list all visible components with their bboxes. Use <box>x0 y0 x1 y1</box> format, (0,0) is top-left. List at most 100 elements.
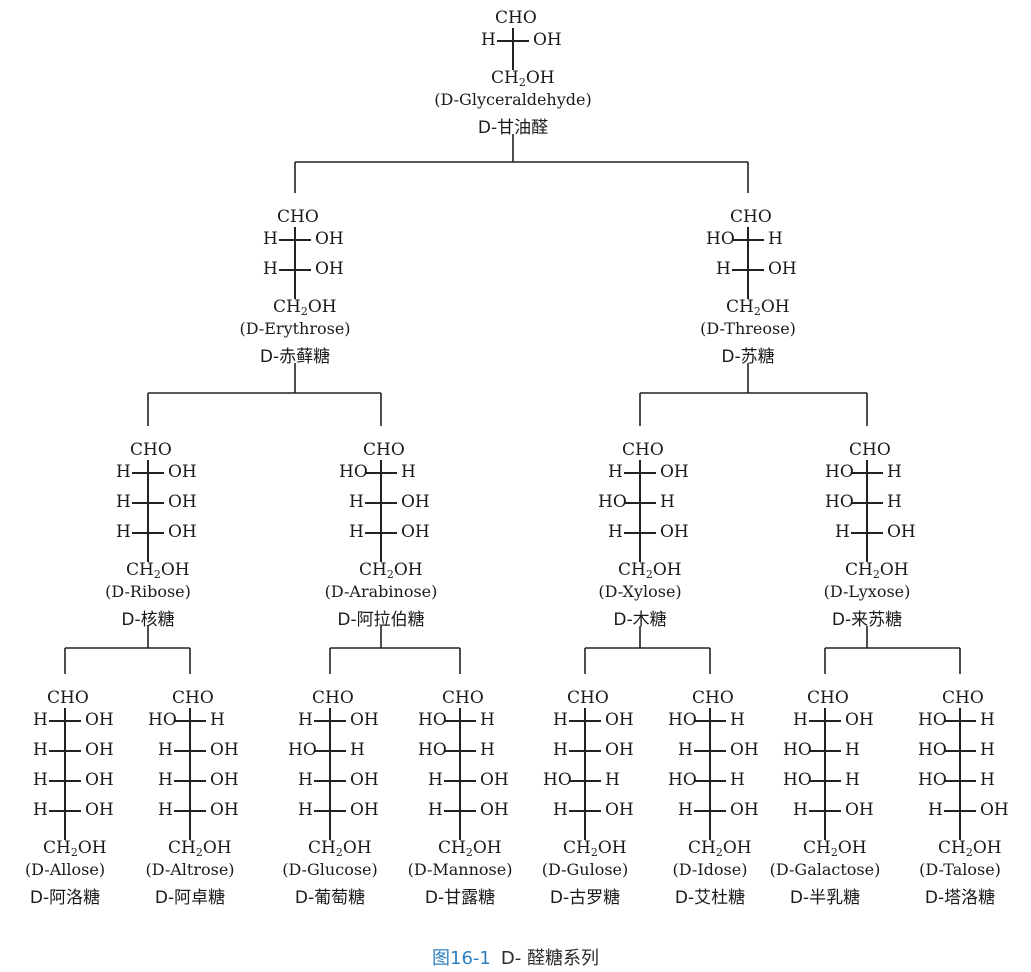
right-substituent: H <box>480 740 495 760</box>
right-substituent: OH <box>350 710 379 730</box>
stereocenter-bond <box>174 720 206 722</box>
right-substituent: OH <box>350 770 379 790</box>
aldehyde-group-label: CHO <box>312 688 354 708</box>
left-substituent: HO <box>148 710 177 730</box>
stereocenter-bond <box>569 780 601 782</box>
stereocenter-bond <box>694 750 726 752</box>
left-substituent: H <box>298 800 313 820</box>
right-substituent: OH <box>887 522 916 542</box>
right-substituent: OH <box>168 492 197 512</box>
hydroxymethyl-group-label: CH2OH <box>43 838 107 859</box>
molecule-chinese-name: D-木糖 <box>613 610 667 630</box>
right-substituent: H <box>350 740 365 760</box>
right-substituent: OH <box>401 522 430 542</box>
right-substituent: H <box>845 740 860 760</box>
molecule-english-name: (D-Altrose) <box>145 860 235 879</box>
left-substituent: HO <box>918 710 947 730</box>
carbon-backbone-bond <box>380 460 382 562</box>
molecule-english-name: (D-Lyxose) <box>823 582 911 601</box>
hydroxymethyl-group-label: CH2OH <box>308 838 372 859</box>
left-substituent: H <box>716 259 731 279</box>
aldehyde-group-label: CHO <box>130 440 172 460</box>
molecule-english-name: (D-Glucose) <box>282 860 378 879</box>
left-substituent: HO <box>783 770 812 790</box>
carbon-backbone-bond <box>959 708 961 840</box>
stereocenter-bond <box>569 810 601 812</box>
left-substituent: HO <box>825 462 854 482</box>
left-substituent: H <box>428 800 443 820</box>
left-substituent: HO <box>598 492 627 512</box>
carbon-backbone-bond <box>709 708 711 840</box>
left-substituent: HO <box>783 740 812 760</box>
right-substituent: H <box>480 710 495 730</box>
aldehyde-group-label: CHO <box>277 207 319 227</box>
right-substituent: OH <box>660 462 689 482</box>
carbon-backbone-bond <box>866 460 868 562</box>
left-substituent: H <box>158 770 173 790</box>
hydroxymethyl-group-label: CH2OH <box>726 297 790 318</box>
right-substituent: OH <box>315 259 344 279</box>
hydroxymethyl-group-label: CH2OH <box>168 838 232 859</box>
left-substituent: H <box>33 800 48 820</box>
left-substituent: HO <box>418 710 447 730</box>
molecule-english-name: (D-Erythrose) <box>239 319 351 338</box>
right-substituent: H <box>730 710 745 730</box>
left-substituent: HO <box>668 710 697 730</box>
hydroxymethyl-group-label: CH2OH <box>803 838 867 859</box>
molecule-english-name: (D-Xylose) <box>598 582 682 601</box>
molecule-chinese-name: D-艾杜糖 <box>674 888 746 908</box>
left-substituent: HO <box>668 770 697 790</box>
carbon-backbone-bond <box>147 460 149 562</box>
stereocenter-bond <box>174 780 206 782</box>
stereocenter-bond <box>49 720 81 722</box>
right-substituent: OH <box>533 30 562 50</box>
left-substituent: H <box>678 740 693 760</box>
aldehyde-group-label: CHO <box>567 688 609 708</box>
hydroxymethyl-group-label: CH2OH <box>359 560 423 581</box>
hydroxymethyl-group-label: CH2OH <box>126 560 190 581</box>
left-substituent: HO <box>543 770 572 790</box>
right-substituent: OH <box>730 800 759 820</box>
left-substituent: H <box>553 740 568 760</box>
left-substituent: H <box>158 800 173 820</box>
figure-label: 图16-1 <box>432 948 491 969</box>
left-substituent: HO <box>706 229 735 249</box>
molecule-english-name: (D-Idose) <box>672 860 748 879</box>
aldehyde-group-label: CHO <box>849 440 891 460</box>
molecule-chinese-name: D-古罗糖 <box>549 888 621 908</box>
stereocenter-bond <box>49 780 81 782</box>
left-substituent: HO <box>825 492 854 512</box>
right-substituent: H <box>887 492 902 512</box>
right-substituent: OH <box>730 740 759 760</box>
molecule-english-name: (D-Glyceraldehyde) <box>434 90 592 109</box>
left-substituent: H <box>608 462 623 482</box>
left-substituent: H <box>428 770 443 790</box>
stereocenter-bond <box>444 750 476 752</box>
right-substituent: H <box>401 462 416 482</box>
molecule-chinese-name: D-阿卓糖 <box>154 888 226 908</box>
aldehyde-group-label: CHO <box>622 440 664 460</box>
left-substituent: H <box>263 259 278 279</box>
right-substituent: H <box>845 770 860 790</box>
right-substituent: OH <box>605 710 634 730</box>
stereocenter-bond <box>624 532 656 534</box>
molecule-english-name: (D-Gulose) <box>541 860 629 879</box>
left-substituent: H <box>793 710 808 730</box>
molecule-chinese-name: D-核糖 <box>121 610 175 630</box>
hydroxymethyl-group-label: CH2OH <box>273 297 337 318</box>
right-substituent: OH <box>168 462 197 482</box>
stereocenter-bond <box>624 502 656 504</box>
stereocenter-bond <box>732 239 764 241</box>
left-substituent: H <box>33 770 48 790</box>
stereocenter-bond <box>809 810 841 812</box>
right-substituent: H <box>887 462 902 482</box>
right-substituent: OH <box>660 522 689 542</box>
carbon-backbone-bond <box>189 708 191 840</box>
right-substituent: OH <box>85 710 114 730</box>
stereocenter-bond <box>944 810 976 812</box>
molecule-chinese-name: D-苏糖 <box>721 347 775 367</box>
carbon-backbone-bond <box>512 28 514 70</box>
